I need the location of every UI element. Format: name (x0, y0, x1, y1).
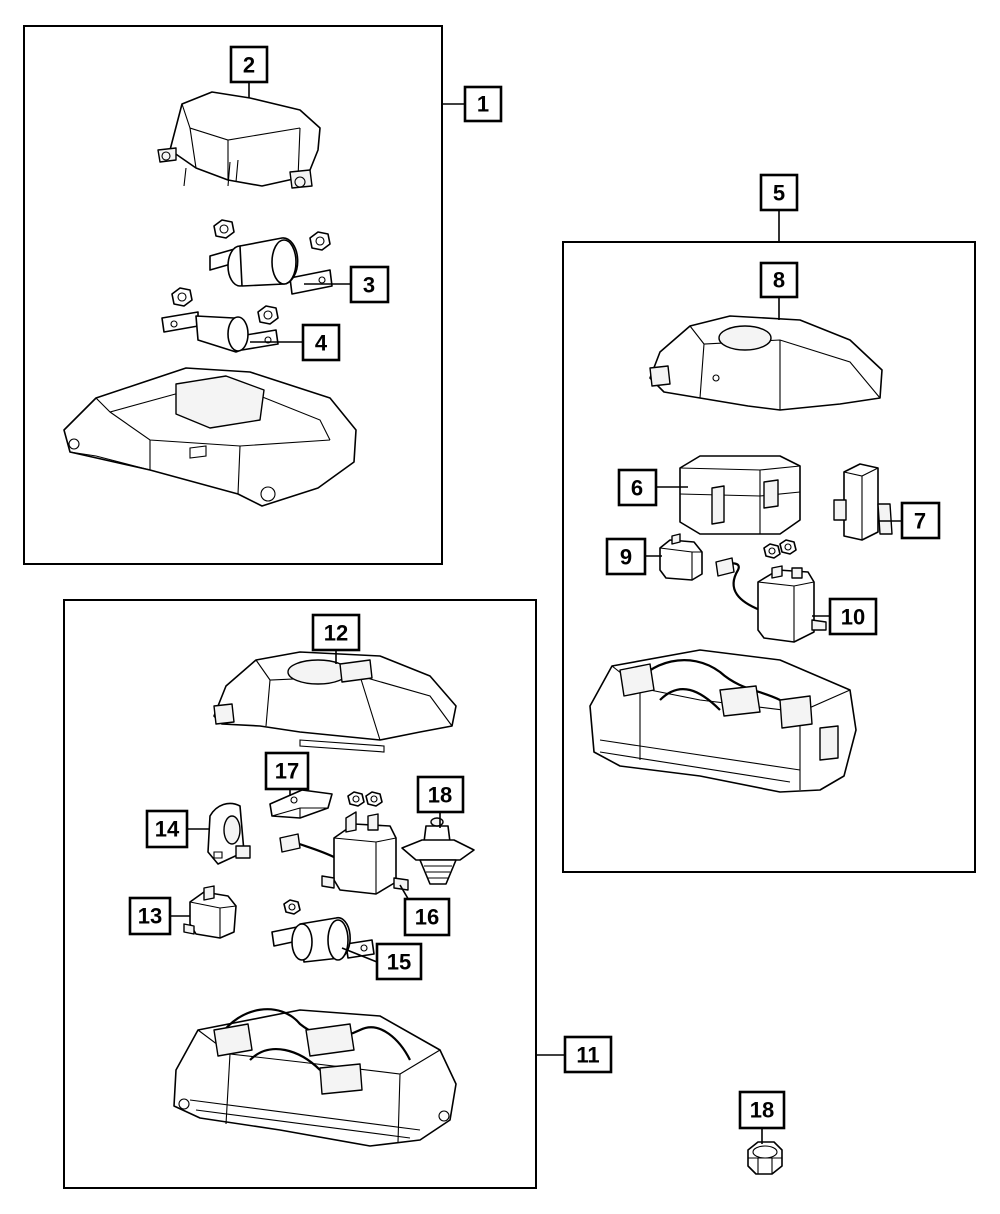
part-8-cover[interactable] (649, 315, 883, 411)
callout-label: 18 (428, 783, 452, 808)
group-5-base-assembly[interactable] (589, 649, 857, 793)
callout-18-nut[interactable]: 18 (738, 1090, 786, 1130)
part-17-bus-bar[interactable] (269, 789, 333, 819)
group-1-base-tray[interactable] (63, 367, 357, 507)
part-10-contactor[interactable] (715, 557, 827, 643)
callout-7[interactable]: 7 (900, 501, 941, 540)
callout-3[interactable]: 3 (349, 265, 390, 304)
callout-label: 14 (155, 817, 180, 842)
callout-12[interactable]: 12 (311, 613, 361, 652)
callout-label: 4 (315, 331, 328, 356)
callout-16[interactable]: 16 (403, 897, 451, 937)
callout-label: 9 (620, 545, 632, 570)
part-4-small-fuse[interactable] (161, 311, 279, 353)
callout-label: 1 (477, 92, 489, 117)
callout-14[interactable]: 14 (145, 809, 189, 849)
group-frame-5 (562, 241, 976, 873)
callout-label: 16 (415, 905, 439, 930)
callout-1[interactable]: 1 (463, 85, 503, 123)
callout-label: 15 (387, 950, 411, 975)
callout-label: 10 (841, 605, 865, 630)
callout-label: 3 (363, 273, 375, 298)
callout-2[interactable]: 2 (229, 45, 269, 84)
part-9-small-relay[interactable] (659, 533, 703, 581)
part-2-module-cover[interactable] (157, 91, 321, 189)
callout-10[interactable]: 10 (828, 597, 878, 636)
callout-17[interactable]: 17 (264, 751, 310, 791)
callout-5[interactable]: 5 (759, 173, 799, 212)
callout-label: 11 (576, 1043, 599, 1068)
callout-label: 12 (324, 621, 348, 646)
callout-label: 17 (275, 759, 299, 784)
part-14-current-sensor[interactable] (207, 802, 251, 865)
callout-8[interactable]: 8 (759, 261, 799, 299)
callout-label: 2 (243, 53, 255, 78)
group-11-base-assembly[interactable] (173, 1008, 457, 1147)
callout-18-fitting[interactable]: 18 (416, 775, 465, 814)
group-frame-1 (23, 25, 443, 565)
part-13-small-relay[interactable] (183, 885, 237, 939)
nut-group-11 (283, 791, 383, 915)
part-15-fuse[interactable] (271, 916, 375, 963)
leader-lines (170, 82, 902, 1144)
callout-4[interactable]: 4 (301, 323, 341, 362)
callout-label: 18 (750, 1098, 774, 1123)
part-18-fitting[interactable] (401, 817, 475, 885)
part-7-sensor-board[interactable] (833, 463, 893, 541)
part-3-fuse[interactable] (209, 237, 333, 295)
callout-13[interactable]: 13 (128, 896, 172, 936)
part-16-main-contactor[interactable] (279, 811, 409, 895)
callout-6[interactable]: 6 (617, 468, 658, 507)
group-frame-11 (63, 599, 537, 1189)
nut-group-1a (171, 219, 331, 325)
callout-15[interactable]: 15 (375, 942, 423, 981)
callout-label: 13 (138, 904, 162, 929)
part-12-cover[interactable] (213, 651, 457, 753)
part-6-relay-block[interactable] (679, 455, 801, 535)
callout-label: 8 (773, 268, 785, 293)
nut-group-5 (763, 539, 797, 559)
callout-label: 5 (773, 181, 785, 206)
callout-label: 7 (914, 509, 926, 534)
callout-11[interactable]: 11 (563, 1035, 613, 1074)
callout-9[interactable]: 9 (605, 537, 647, 576)
part-18-nut[interactable] (747, 1141, 783, 1175)
callout-label: 6 (631, 476, 643, 501)
